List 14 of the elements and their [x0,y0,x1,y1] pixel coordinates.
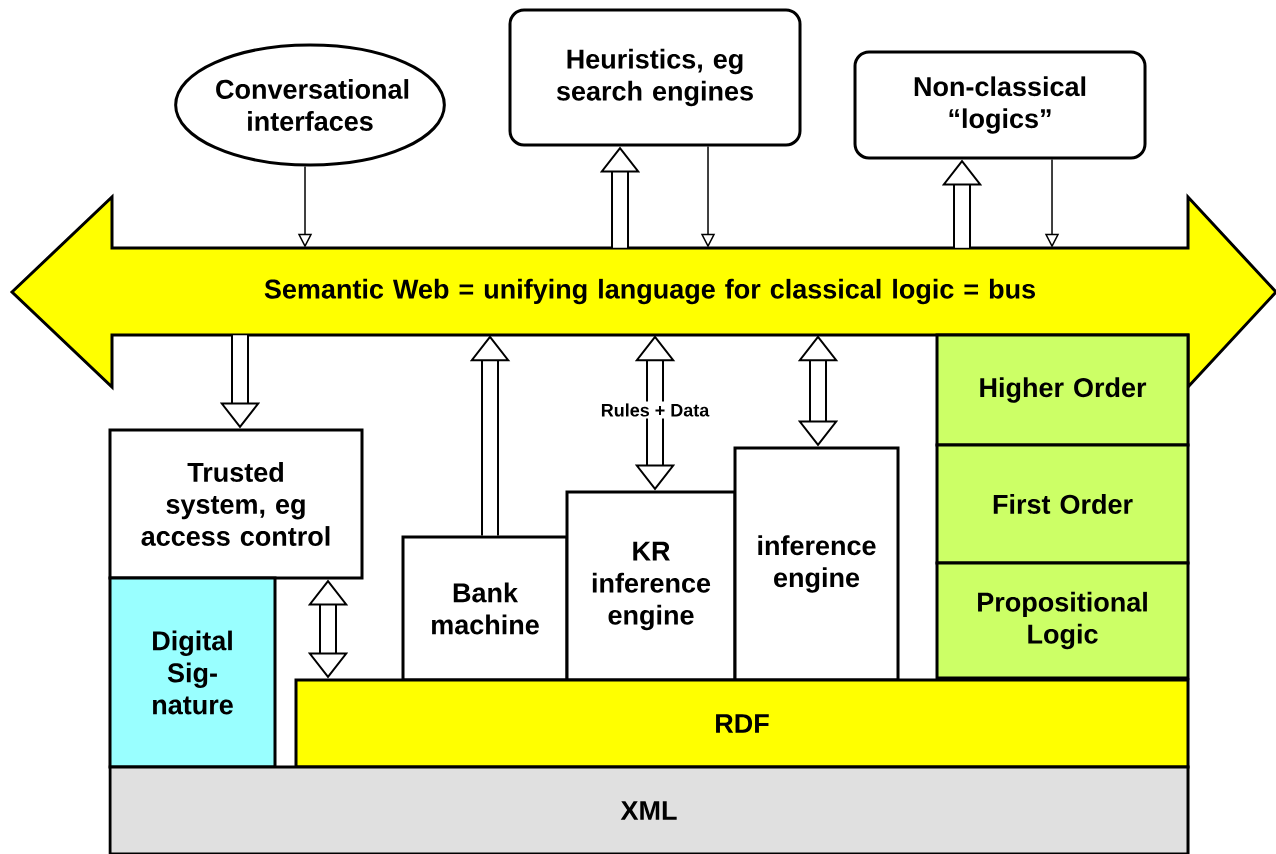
layer-box: Higher Order [935,333,1190,447]
layer-box: Trusted system, eg access control [108,428,364,580]
edge-label: Rules + Data [601,403,710,417]
layer-box: First Order [935,443,1190,565]
layer-box: RDF [294,678,1190,769]
engine-box: inference engine [733,446,900,682]
ellipse-node: Conversational interfaces [174,43,446,167]
layer-box: Propositional Logic [935,561,1190,680]
layer-box: Digital Sig- nature [108,576,277,769]
layer-box: XML [108,765,1190,854]
engine-box: Bank machine [401,535,569,682]
rounded-box: Non-classical “logics” [853,50,1147,160]
engine-box: KR inference engine [565,490,737,682]
rounded-box: Heuristics, eg search engines [508,8,802,147]
